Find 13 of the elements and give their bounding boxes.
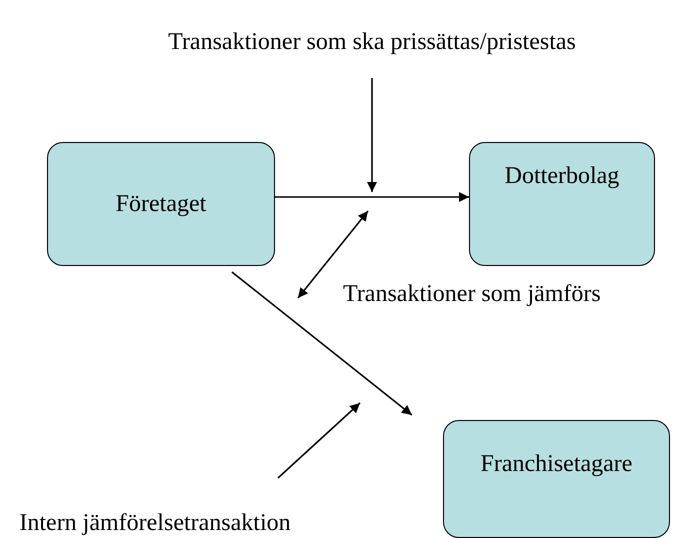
node-label: Franchisetagare <box>480 451 632 478</box>
arrow <box>275 192 469 202</box>
process-box <box>469 142 655 266</box>
node-label: Dotterbolag <box>504 163 620 190</box>
process-box <box>443 420 670 538</box>
arrow <box>231 271 412 416</box>
text-label: Transaktioner som jämförs <box>343 280 601 308</box>
text-label: Intern jämförelsetransaktion <box>19 510 291 536</box>
arrow <box>277 402 361 479</box>
process-box <box>47 142 275 266</box>
text-label: Transaktioner som ska prissättas/pristestas <box>168 28 576 56</box>
node-label: Företaget <box>116 190 206 218</box>
arrow <box>367 78 377 192</box>
